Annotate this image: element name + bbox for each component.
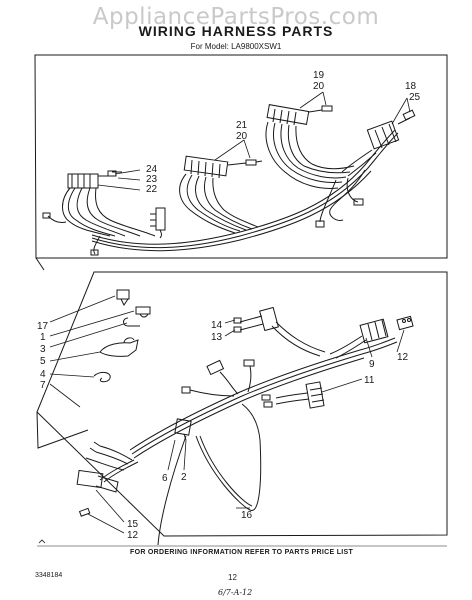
upper-harness — [42, 104, 416, 256]
watermark: AppliancePartsPros.com — [92, 4, 380, 30]
model-subtitle: For Model: LA9800XSW1 — [190, 42, 282, 51]
handwritten-note: 6/7-A-12 — [218, 588, 253, 597]
upper-leader-lines — [97, 91, 411, 191]
callout-15: 15 — [127, 519, 139, 530]
callout-5: 5 — [40, 356, 46, 367]
callout-16: 16 — [241, 510, 253, 521]
callout-24: 24 — [146, 164, 158, 175]
callout-2: 2 — [181, 472, 187, 483]
loop-wire-16 — [157, 403, 262, 546]
callout-13: 13 — [211, 332, 223, 343]
lower-leader-lines — [49, 295, 405, 534]
bracket-part-5 — [99, 339, 139, 357]
top-panel-frame — [34, 54, 448, 259]
callout-25: 25 — [409, 92, 421, 103]
callout-9: 9 — [369, 359, 375, 370]
top-panel-return — [35, 257, 45, 271]
callout-11: 11 — [364, 375, 375, 386]
callout-21: 21 — [236, 120, 248, 131]
clip-part-17 — [116, 289, 130, 300]
callout-6: 6 — [162, 473, 168, 484]
callout-22: 22 — [146, 184, 158, 195]
callout-7: 7 — [40, 380, 46, 391]
callout-18: 18 — [405, 81, 417, 92]
callout-1: 1 — [40, 332, 46, 343]
bottom-panel-left-edge — [36, 411, 89, 449]
bottom-panel-frame — [36, 271, 448, 537]
bracket-part-1 — [135, 306, 151, 315]
callout-14: 14 — [211, 320, 223, 331]
clamp-part-3 — [123, 317, 140, 327]
callout-23: 23 — [146, 174, 158, 185]
clip-part-4 — [93, 371, 111, 383]
callout-20: 20 — [236, 131, 248, 142]
callout-12: 12 — [127, 530, 139, 541]
diagram-title: WIRING HARNESS PARTS — [138, 23, 334, 39]
callout-17: 17 — [37, 321, 49, 332]
catalog-number: 3348184 — [35, 572, 63, 579]
callout-19: 19 — [313, 70, 325, 81]
callout-3: 3 — [40, 344, 46, 355]
callout-12: 12 — [397, 352, 409, 363]
callout-20: 20 — [313, 81, 325, 92]
lower-harness — [76, 289, 414, 546]
corner-marker — [38, 539, 46, 544]
page-number: 12 — [228, 573, 237, 582]
ordering-note: FOR ORDERING INFORMATION REFER TO PARTS … — [130, 549, 354, 556]
callout-4: 4 — [40, 369, 46, 380]
